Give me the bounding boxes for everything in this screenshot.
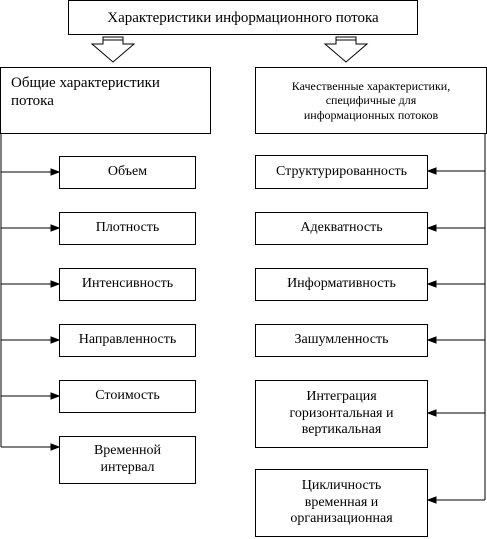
right-item-integration: Интеграция горизонтальная и вертикальная — [255, 380, 428, 448]
left-item-intensity: Интенсивность — [59, 268, 196, 301]
left-item-label: Интенсивность — [81, 276, 174, 292]
block-arrow-left — [90, 36, 136, 63]
left-category-title: Общие характеристики потока — [11, 75, 160, 109]
right-item-noise: Зашумленность — [255, 324, 428, 357]
left-item-label: Направленность — [78, 332, 177, 348]
right-item-label: Адекватность — [300, 220, 383, 236]
header-box: Характеристики информационного потока — [68, 0, 418, 35]
diagram-title: Характеристики информационного потока — [107, 9, 379, 26]
right-item-label: Структурированность — [276, 163, 407, 179]
left-connectors — [1, 168, 61, 451]
left-category-box: Общие характеристики потока — [0, 67, 211, 134]
left-item-direction: Направленность — [59, 324, 196, 357]
left-item-label: Плотность — [95, 220, 160, 236]
left-item-label: Временной интервал — [93, 443, 162, 475]
right-item-structured: Структурированность — [255, 155, 428, 189]
left-item-label: Объем — [107, 164, 148, 180]
right-item-label: Зашумленность — [294, 332, 389, 348]
block-arrow-right — [323, 36, 369, 63]
right-item-label: Информативность — [287, 276, 396, 292]
right-connectors — [426, 167, 485, 504]
left-item-time-interval: Временной интервал — [59, 436, 196, 484]
left-item-volume: Объем — [59, 156, 196, 189]
right-item-label: Цикличность временная и организационная — [290, 477, 393, 527]
right-item-adequacy: Адекватность — [255, 212, 428, 245]
right-item-label: Интеграция горизонтальная и вертикальная — [289, 388, 394, 438]
right-category-title: Качественные характеристики, специфичные… — [291, 78, 451, 122]
left-item-label: Стоимость — [95, 388, 160, 404]
left-item-cost: Стоимость — [59, 380, 196, 413]
right-item-informativeness: Информативность — [255, 268, 428, 301]
right-category-box: Качественные характеристики, специфичные… — [255, 67, 487, 134]
left-item-density: Плотность — [59, 212, 196, 245]
right-item-cyclicity: Цикличность временная и организационная — [255, 469, 428, 537]
